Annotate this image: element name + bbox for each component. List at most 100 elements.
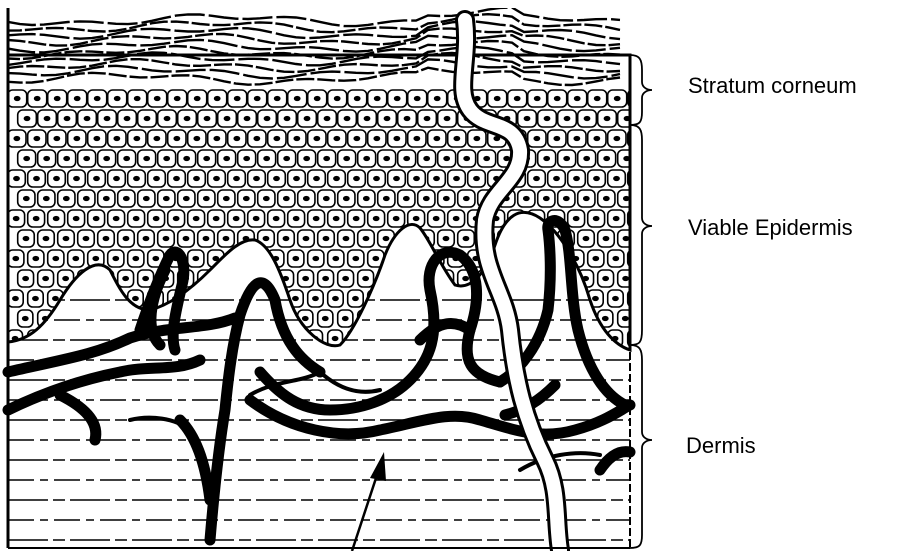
dermis-label: Dermis xyxy=(686,435,756,457)
epidermis-cell xyxy=(58,310,73,327)
cell-nucleus xyxy=(113,176,120,181)
cell-nucleus xyxy=(533,176,540,181)
cell-nucleus xyxy=(583,236,590,241)
cell-nucleus xyxy=(283,156,290,161)
cell-nucleus xyxy=(403,196,410,201)
cell-nucleus xyxy=(73,176,80,181)
epidermis-cell xyxy=(118,310,133,327)
cell-nucleus xyxy=(12,256,19,261)
cell-nucleus xyxy=(213,176,220,181)
cell-nucleus xyxy=(433,136,440,141)
cell-nucleus xyxy=(384,116,391,121)
epidermis-cell xyxy=(398,310,413,327)
cell-nucleus xyxy=(404,116,411,121)
cell-nucleus xyxy=(212,256,219,261)
cell-nucleus xyxy=(102,276,109,281)
cell-nucleus xyxy=(43,236,50,241)
cell-nucleus xyxy=(633,136,640,141)
cell-nucleus xyxy=(153,216,160,221)
cell-nucleus xyxy=(563,156,570,161)
cell-nucleus xyxy=(303,236,310,241)
cell-nucleus xyxy=(203,236,210,241)
cell-nucleus xyxy=(574,96,581,101)
epidermis-cell xyxy=(248,330,263,347)
cell-nucleus xyxy=(152,256,159,261)
cell-nucleus xyxy=(363,156,370,161)
cell-nucleus xyxy=(173,216,180,221)
epidermis-cell xyxy=(408,250,424,267)
epidermis-cell xyxy=(398,230,415,247)
epidermis-cell xyxy=(248,250,264,267)
cell-nucleus xyxy=(602,316,609,321)
epidermis-cell xyxy=(388,250,404,267)
cell-nucleus xyxy=(424,116,431,121)
epidermis-cell xyxy=(218,270,234,287)
cell-nucleus xyxy=(333,216,340,221)
cell-nucleus xyxy=(114,96,121,101)
cell-nucleus xyxy=(233,216,240,221)
cell-nucleus xyxy=(352,256,359,261)
cell-nucleus xyxy=(24,116,31,121)
cell-nucleus xyxy=(393,216,400,221)
cell-nucleus xyxy=(143,236,150,241)
cell-nucleus xyxy=(342,316,349,321)
cell-nucleus xyxy=(413,136,420,141)
bracket-viable-epidermis xyxy=(630,125,652,345)
cell-nucleus xyxy=(592,296,599,301)
cell-nucleus xyxy=(523,196,530,201)
cell-nucleus xyxy=(134,96,141,101)
cell-nucleus xyxy=(222,276,229,281)
epidermis-cell xyxy=(448,330,463,347)
cell-nucleus xyxy=(543,196,550,201)
epidermis-cell xyxy=(408,290,424,307)
cell-nucleus xyxy=(312,296,319,301)
cell-nucleus xyxy=(323,236,330,241)
cell-nucleus xyxy=(483,156,490,161)
cell-nucleus xyxy=(573,136,580,141)
cell-nucleus xyxy=(154,96,161,101)
cell-nucleus xyxy=(533,136,540,141)
cell-nucleus xyxy=(613,216,620,221)
cell-nucleus xyxy=(43,196,50,201)
epidermis-cell xyxy=(518,230,535,247)
cell-nucleus xyxy=(373,216,380,221)
cell-nucleus xyxy=(93,216,100,221)
cell-nucleus xyxy=(82,276,89,281)
cell-nucleus xyxy=(544,116,551,121)
cell-nucleus xyxy=(304,116,311,121)
cell-nucleus xyxy=(573,176,580,181)
epidermis-cell xyxy=(388,330,403,347)
cell-nucleus xyxy=(393,136,400,141)
cell-nucleus xyxy=(103,196,110,201)
epidermis-cell xyxy=(48,330,63,347)
cell-nucleus xyxy=(253,176,260,181)
cell-nucleus xyxy=(213,136,220,141)
cell-nucleus xyxy=(583,156,590,161)
cell-nucleus xyxy=(303,196,310,201)
cell-nucleus xyxy=(133,216,140,221)
cell-nucleus xyxy=(132,296,139,301)
cell-nucleus xyxy=(622,276,629,281)
cell-nucleus xyxy=(603,196,610,201)
cell-nucleus xyxy=(292,296,299,301)
cell-nucleus xyxy=(434,96,441,101)
cell-nucleus xyxy=(444,116,451,121)
cell-nucleus xyxy=(13,216,20,221)
cell-nucleus xyxy=(284,116,291,121)
cell-nucleus xyxy=(294,96,301,101)
cell-nucleus xyxy=(193,136,200,141)
cell-nucleus xyxy=(334,96,341,101)
cell-nucleus xyxy=(93,176,100,181)
corneum-layer-line xyxy=(8,8,620,27)
cell-nucleus xyxy=(122,276,129,281)
cell-nucleus xyxy=(163,156,170,161)
cell-nucleus xyxy=(323,156,330,161)
cell-nucleus xyxy=(184,116,191,121)
epidermis-cell xyxy=(528,250,544,267)
cell-nucleus xyxy=(12,296,19,301)
cell-nucleus xyxy=(523,236,530,241)
cell-nucleus xyxy=(282,276,289,281)
cell-nucleus xyxy=(543,156,550,161)
cell-nucleus xyxy=(443,196,450,201)
cell-nucleus xyxy=(383,196,390,201)
